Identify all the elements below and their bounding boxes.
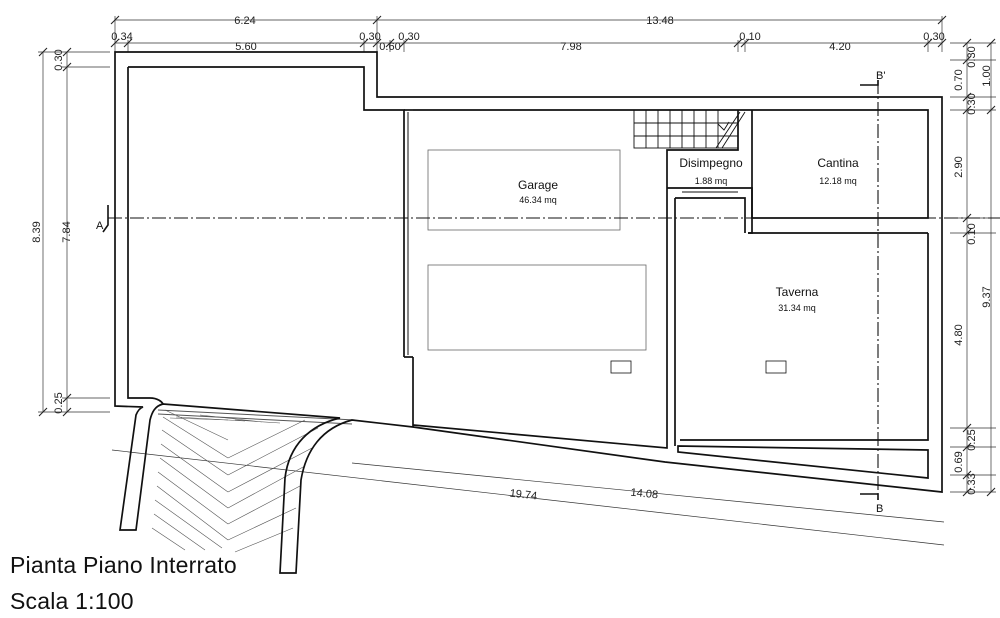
dim-top-0-10: 0.10 — [739, 31, 760, 43]
dim-top-0-30a: 0.30 — [359, 31, 380, 43]
dim-right-0-30b: 0.30 — [966, 93, 978, 114]
stairs — [633, 109, 746, 149]
section-arrows — [102, 80, 879, 500]
section-label-b-bottom: B — [876, 503, 883, 515]
room-name-cantina: Cantina — [817, 156, 859, 170]
dimension-ticks — [38, 15, 996, 497]
dim-right-1-00: 1.00 — [981, 65, 993, 86]
car-space-upper — [427, 149, 621, 231]
dim-top-0-30b: 0.30 — [398, 31, 419, 43]
dim-top-7-98: 7.98 — [560, 41, 581, 53]
plan-title: Pianta Piano Interrato — [10, 552, 237, 578]
dim-right-0-10: 0.10 — [966, 223, 978, 244]
dim-top-0-60: 0.60 — [379, 41, 400, 53]
fixtures — [427, 149, 787, 374]
dim-left-7-84: 7.84 — [61, 221, 73, 242]
section-label-a: A — [96, 220, 104, 232]
dimension-lines — [38, 16, 996, 546]
dim-left-0-30: 0.30 — [53, 49, 65, 70]
plan-scale: Scala 1:100 — [10, 588, 134, 614]
door-jambs — [403, 112, 738, 355]
dim-right-9-37: 9.37 — [981, 286, 993, 307]
dim-right-0-33: 0.33 — [966, 473, 978, 494]
dimension-labels-right: 0.30 0.70 1.00 0.30 2.90 0.10 9.37 4.80 … — [953, 46, 993, 494]
dim-bottom-19-74: 19.74 — [509, 487, 538, 502]
room-labels: Garage 46.34 mq Disimpegno 1.88 mq Canti… — [518, 156, 859, 313]
dim-top-13-48: 13.48 — [646, 15, 674, 27]
dimension-labels-left: 0.30 8.39 7.84 0.25 — [31, 49, 73, 413]
dim-top-6-24: 6.24 — [234, 15, 255, 27]
dim-top-0-30c: 0.30 — [923, 31, 944, 43]
room-name-taverna: Taverna — [776, 285, 819, 299]
dim-right-2-90: 2.90 — [953, 156, 965, 177]
section-labels: A B' B — [96, 70, 885, 515]
room-name-disimpegno: Disimpegno — [679, 156, 743, 170]
dimension-labels: 6.24 13.48 0.34 5.60 0.30 0.60 0.30 7.98… — [111, 15, 944, 503]
section-lines — [108, 80, 1000, 500]
room-area-taverna: 31.34 mq — [778, 303, 816, 313]
dim-top-0-34: 0.34 — [111, 31, 132, 43]
dim-right-0-69: 0.69 — [953, 451, 965, 472]
room-area-garage: 46.34 mq — [519, 195, 557, 205]
dim-bottom-14-08: 14.08 — [630, 487, 659, 502]
dim-right-4-80: 4.80 — [953, 324, 965, 345]
dim-right-0-30a: 0.30 — [966, 46, 978, 67]
room-area-cantina: 12.18 mq — [819, 176, 857, 186]
dim-top-5-60: 5.60 — [235, 41, 256, 53]
car-space-lower — [427, 264, 647, 351]
section-label-b-top: B' — [876, 70, 885, 82]
dim-right-0-70: 0.70 — [953, 69, 965, 90]
floor-drain-garage — [610, 360, 632, 374]
dim-right-0-25: 0.25 — [966, 429, 978, 450]
floor-drain-taverna — [765, 360, 787, 374]
ramp-hatching — [151, 409, 356, 553]
room-area-disimpegno: 1.88 mq — [695, 176, 728, 186]
dim-left-0-25: 0.25 — [53, 392, 65, 413]
dim-top-4-20: 4.20 — [829, 41, 850, 53]
room-name-garage: Garage — [518, 178, 558, 192]
dim-left-8-39: 8.39 — [31, 221, 43, 242]
